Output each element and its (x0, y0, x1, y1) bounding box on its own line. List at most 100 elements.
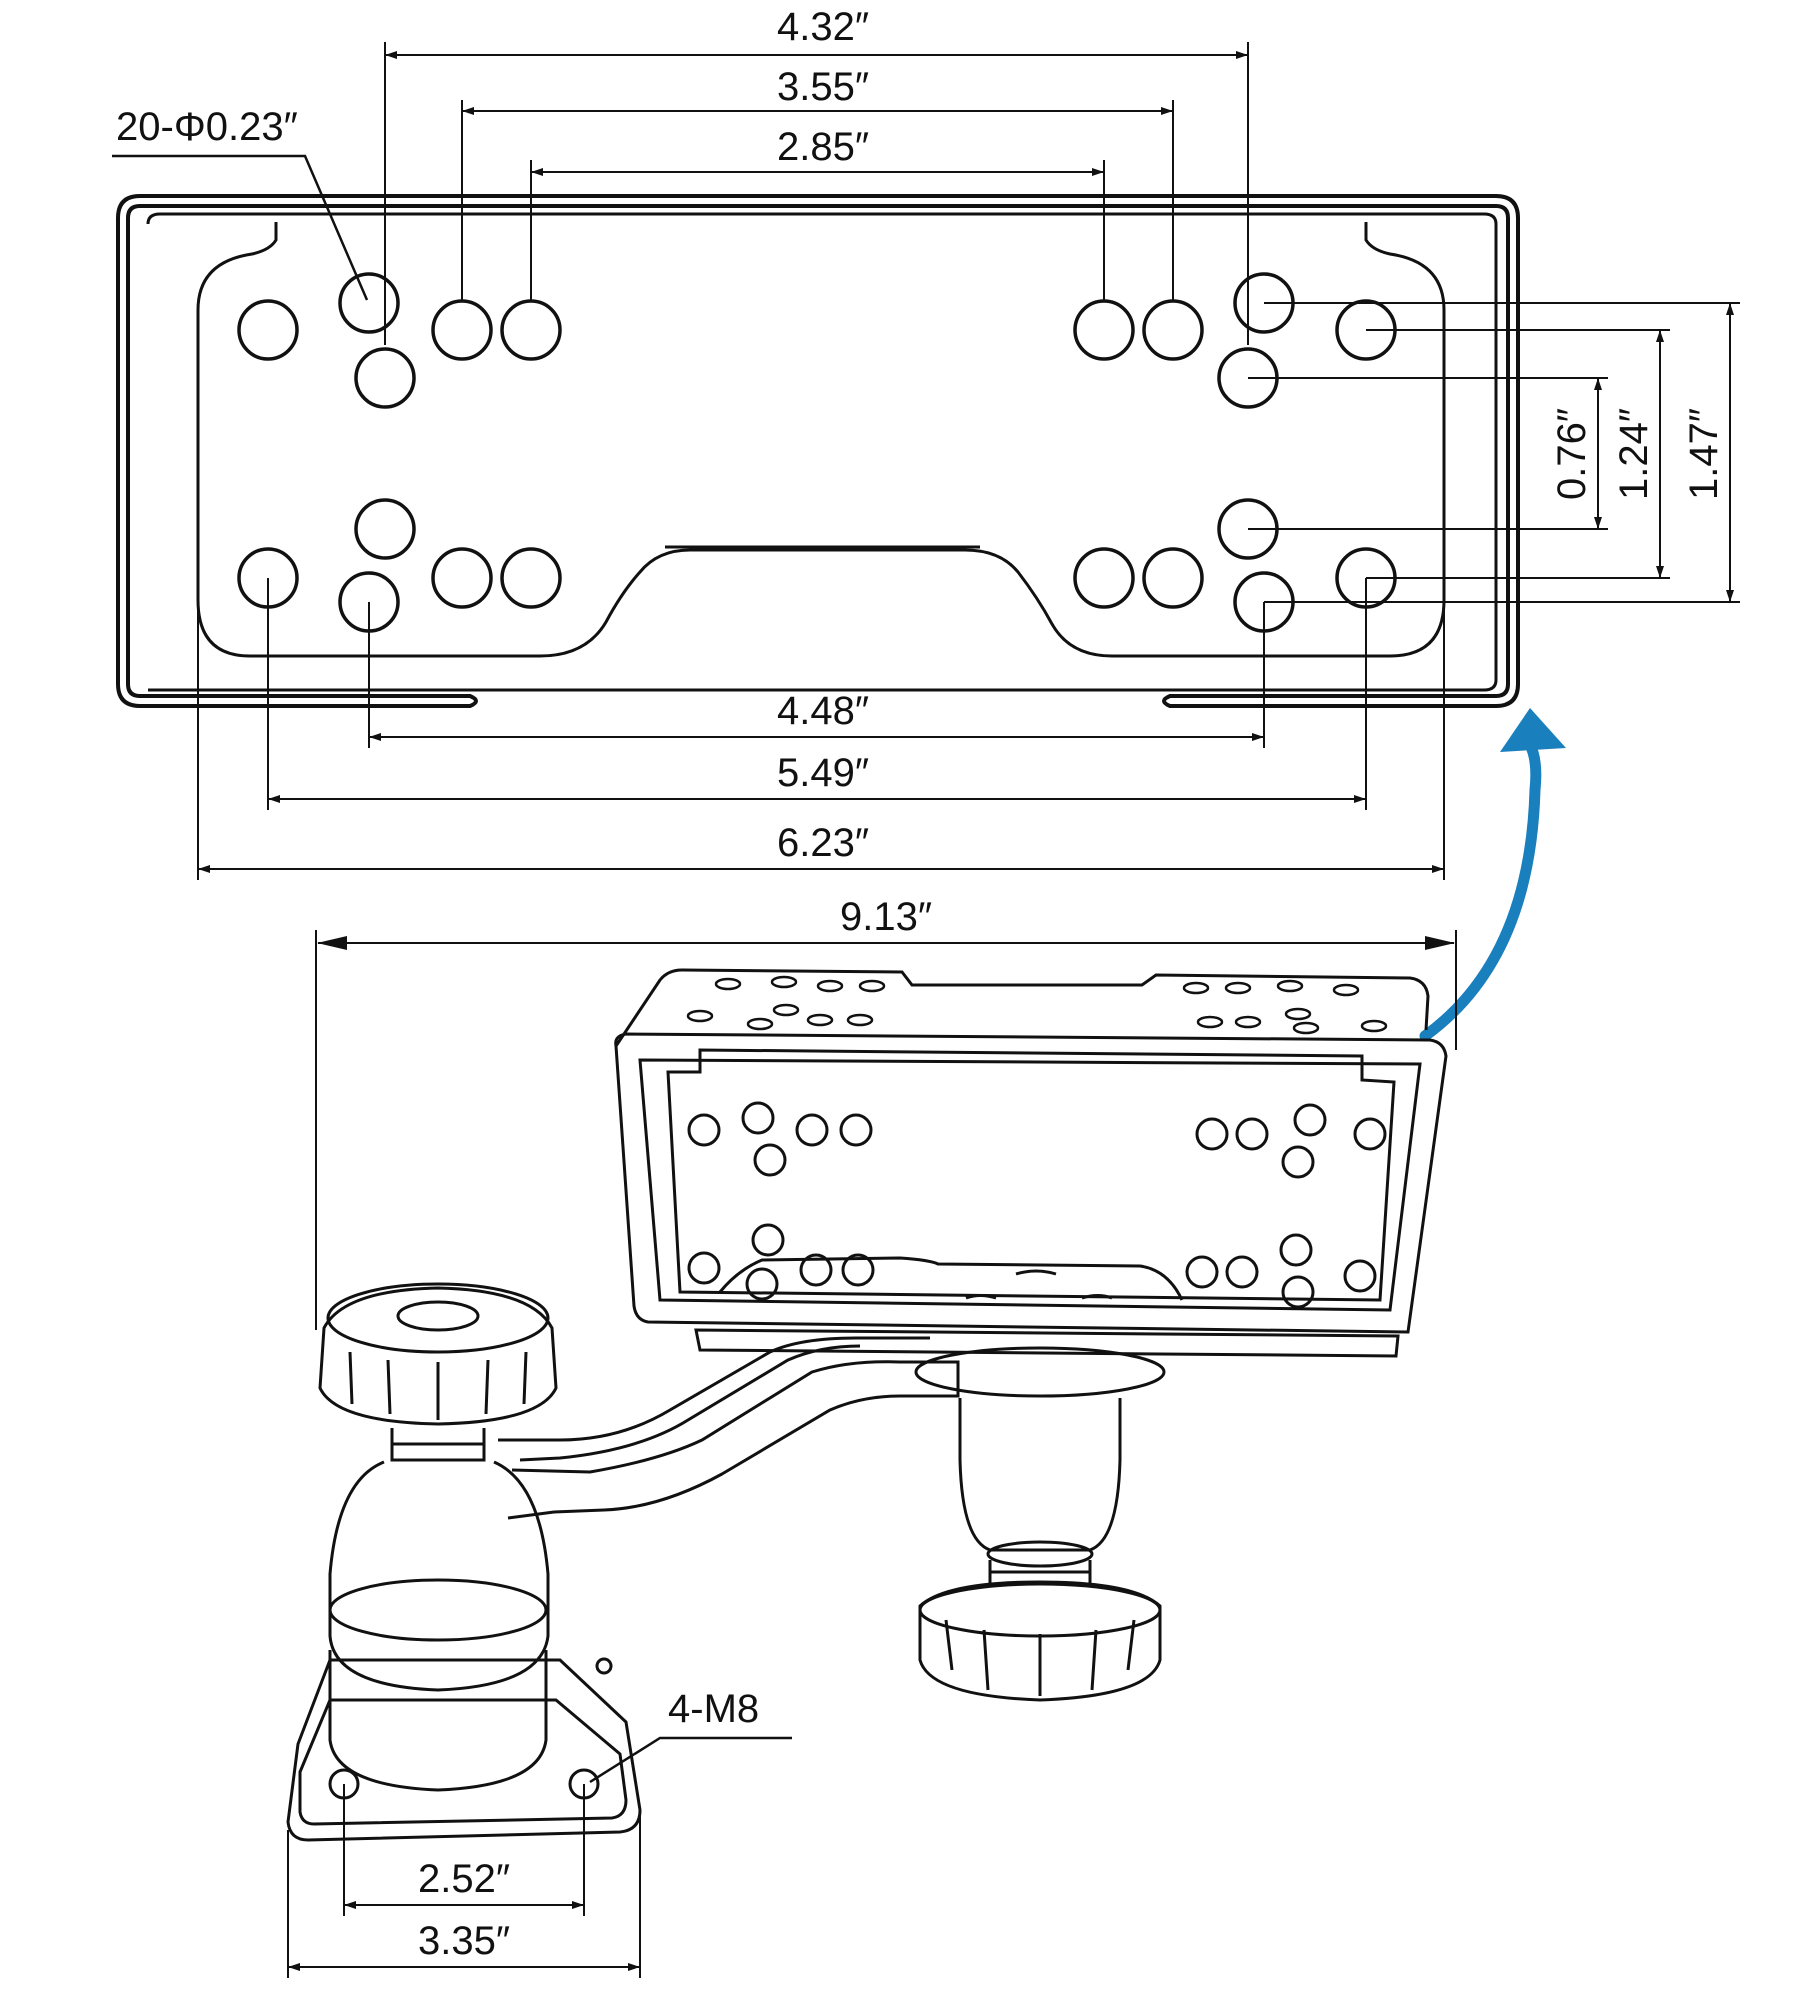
dim-label-124: 1.24″ (1612, 408, 1656, 500)
hole (746, 1017, 774, 1031)
overall-width-dimension (315, 930, 1457, 1330)
base-flange-top (298, 1698, 628, 1826)
hole (500, 547, 562, 609)
plate-inner-surface (196, 222, 1446, 658)
hole (1224, 981, 1252, 995)
plate-top-view: 20-Φ0.23″ 4.32″ 3.55″ 2.85″ (112, 5, 1740, 880)
hole (1195, 1117, 1229, 1151)
base-bolt-hole (595, 1657, 613, 1675)
hole (1284, 1007, 1312, 1021)
hole (841, 1253, 875, 1287)
dim-label-623: 6.23″ (777, 821, 869, 865)
hole-callout-leader (112, 154, 369, 301)
hole (1293, 1103, 1327, 1137)
lower-knob-body (918, 1580, 1162, 1702)
arm-top-bevel (498, 1336, 930, 1442)
hole (799, 1253, 833, 1287)
hole (431, 299, 493, 361)
upper-knob-hub (396, 1300, 480, 1332)
hole (806, 1013, 834, 1027)
socket-collar (986, 1540, 1094, 1568)
lower-knob-grips (944, 1619, 1136, 1696)
base-pedestal (328, 1650, 548, 1792)
hole (816, 979, 844, 993)
hole (1073, 299, 1135, 361)
hole (1292, 1021, 1320, 1035)
hole (1279, 1233, 1313, 1267)
hole (1142, 547, 1204, 609)
base-hole-callout-leader (589, 1736, 792, 1784)
upper-knob-body (318, 1286, 558, 1426)
dim-label-147: 1.47″ (1682, 408, 1726, 500)
cradle-plate (614, 968, 1448, 1358)
socket-cap (914, 1346, 1166, 1398)
hole (1343, 1259, 1377, 1293)
hole (687, 1113, 721, 1147)
hole (1360, 1019, 1388, 1033)
right-dimension-lines (1248, 302, 1740, 603)
hole (1185, 1255, 1219, 1289)
dim-label-355: 3.55″ (777, 65, 869, 109)
base-flange (286, 1658, 642, 1842)
hole (846, 1013, 874, 1027)
hole (237, 299, 299, 361)
base-housing (286, 1460, 642, 1842)
hole (354, 347, 416, 409)
hole (686, 1009, 714, 1023)
hole (772, 1003, 800, 1017)
plate-inner-rim (146, 212, 1498, 692)
upper-knob-spring (390, 1428, 486, 1462)
hole (1235, 1117, 1269, 1151)
upper-knob-grips (348, 1351, 528, 1420)
cradle-slot-mark (965, 1269, 1113, 1300)
cradle-socket (914, 1346, 1166, 1586)
hole (839, 1113, 873, 1147)
lower-knob (918, 1580, 1162, 1702)
hole (1196, 1015, 1224, 1029)
cradle-top-face (614, 968, 1430, 1047)
base-hole-callout: 4-M8 (589, 1687, 792, 1784)
dim-label-432: 4.32″ (777, 5, 869, 49)
cradle-center-slot (718, 1256, 1184, 1301)
view-reference-arrow-shaft (1419, 739, 1542, 1042)
cradle-inner-plate (666, 1048, 1396, 1302)
view-reference-arrow (1419, 708, 1566, 1042)
dim-label-448: 4.48″ (777, 689, 869, 733)
socket-body (958, 1398, 1122, 1552)
hole (1281, 1145, 1315, 1179)
base-dimension-lines (287, 1784, 641, 1978)
arm-edge (519, 1344, 861, 1462)
hole (741, 1101, 775, 1135)
upper-knob-top (326, 1282, 550, 1354)
base-collar (328, 1578, 548, 1642)
hole (1353, 1117, 1387, 1151)
hole (1281, 1275, 1315, 1309)
hole (431, 547, 493, 609)
dim-label-076: 0.76″ (1550, 408, 1594, 500)
hole (1332, 983, 1360, 997)
hole (751, 1223, 785, 1257)
hole (745, 1267, 779, 1301)
mounting-holes (237, 272, 1397, 633)
upper-knob (318, 1282, 558, 1462)
dim-label-913: 9.13″ (840, 895, 932, 939)
hole (687, 1251, 721, 1285)
view-reference-arrow-head (1500, 708, 1566, 752)
cradle-top-holes (686, 975, 1388, 1035)
dim-label-285: 2.85″ (777, 125, 869, 169)
hole (858, 979, 886, 993)
hole-callout: 20-Φ0.23″ (112, 105, 369, 301)
hole (1073, 547, 1135, 609)
hole (1276, 979, 1304, 993)
bottom-dimension-lines (197, 578, 1445, 880)
plate-outer-outline (116, 194, 1520, 708)
cradle-bottom-lip (694, 1328, 1400, 1358)
cradle-front-frame (614, 1032, 1448, 1334)
hole (354, 498, 416, 560)
base-hole-callout-label: 4-M8 (668, 1687, 759, 1731)
dim-label-252: 2.52″ (418, 1857, 510, 1901)
hole (338, 272, 400, 334)
cradle-front-holes (687, 1101, 1387, 1309)
dim-label-549: 5.49″ (777, 751, 869, 795)
hole (1142, 299, 1204, 361)
